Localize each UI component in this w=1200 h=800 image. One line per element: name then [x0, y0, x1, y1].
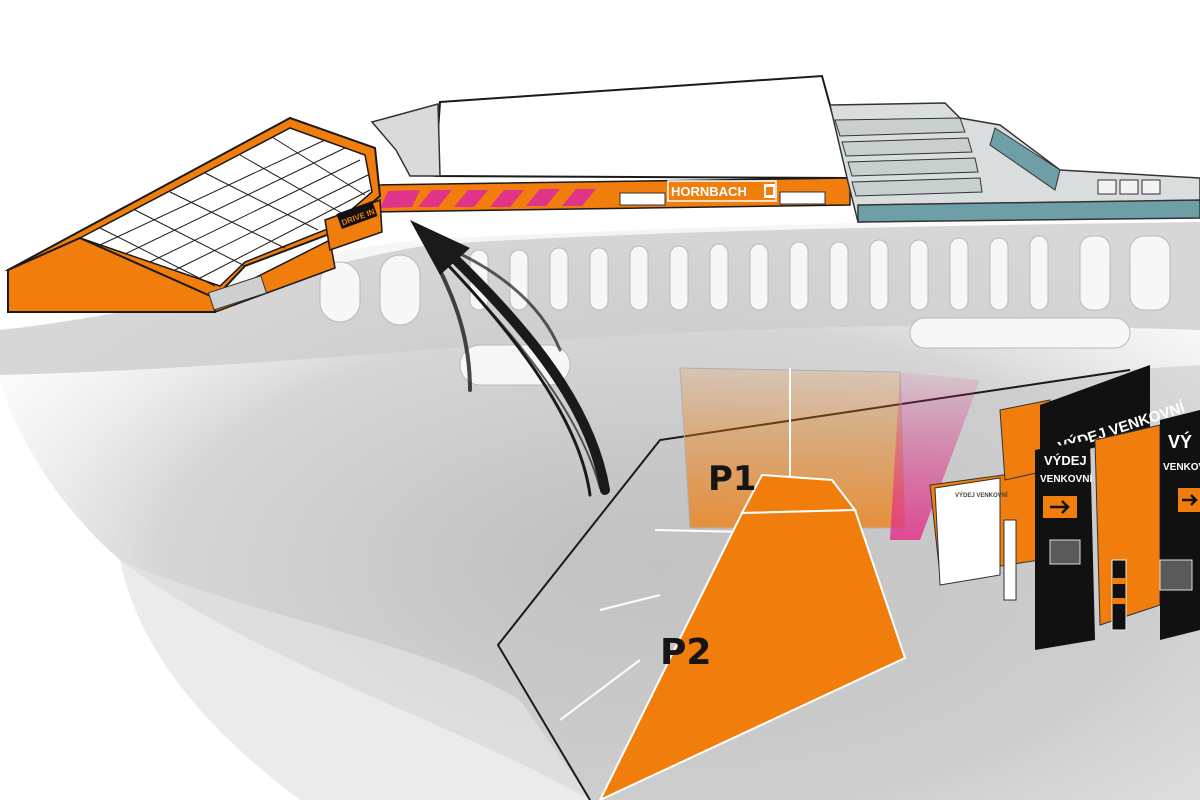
side-building — [829, 102, 1200, 223]
parking-spots: P1 P2 — [559, 459, 907, 800]
parking-spot-p2 — [598, 508, 907, 800]
pickup-sign-right-line2: VENKOV — [1163, 462, 1200, 473]
big-curved-arrow-icon — [410, 220, 610, 497]
pickup-sign-line2: VENKOVNÍ — [1040, 472, 1092, 485]
parking-label-p2: P2 — [660, 632, 711, 673]
glass-roof-grid — [99, 136, 371, 287]
pickup-sign-right-line1: VÝ — [1168, 431, 1192, 452]
store-building: HORNBACH DRIVE IN — [4, 74, 852, 314]
brand-name: HORNBACH — [671, 184, 747, 199]
canopy-sign: VÝDEJ VENKOVNÍ — [955, 491, 1008, 499]
pink-facade-stripes — [380, 189, 596, 208]
drive-in-sign — [336, 200, 378, 230]
pickup-sign-line1: VÝDEJ — [1044, 453, 1087, 468]
parcel-icon — [1049, 539, 1081, 565]
brand-sign — [667, 180, 777, 202]
parking-label-p1: P1 — [708, 459, 757, 499]
